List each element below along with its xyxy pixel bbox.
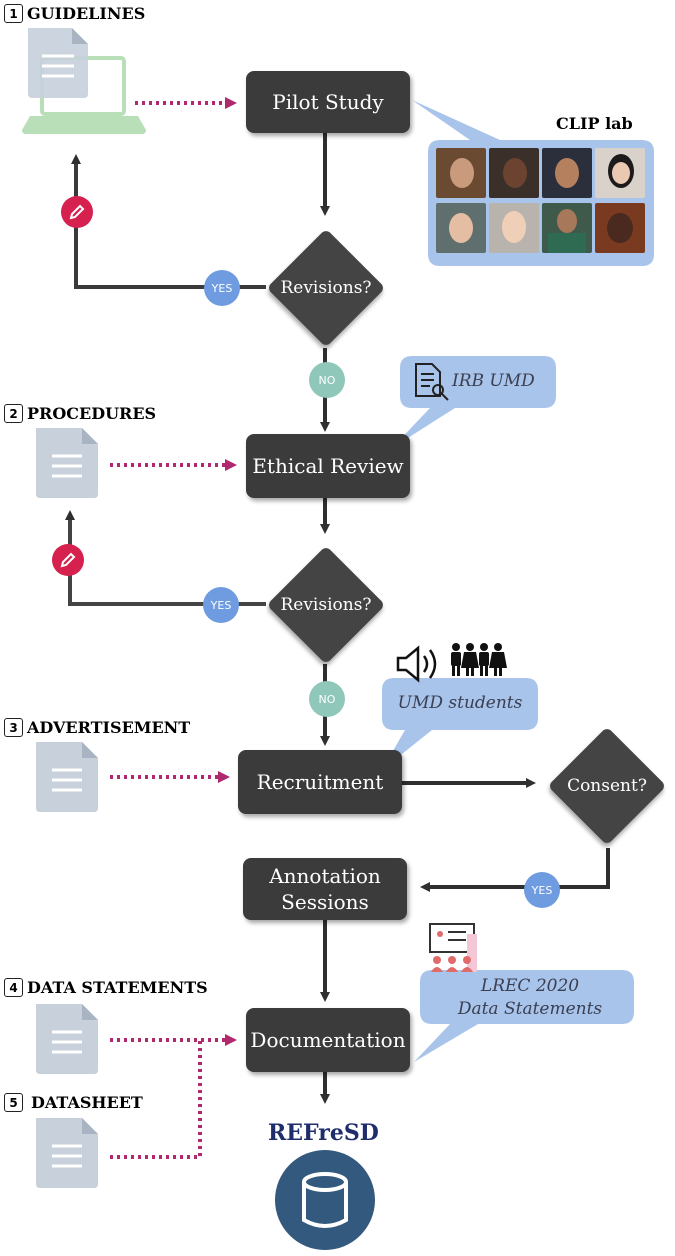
pencil-icon	[52, 544, 84, 576]
documentation-box: Documentation	[246, 1008, 410, 1072]
clip-lab-label: CLIP lab	[556, 114, 633, 133]
loop-revisions1-yes	[71, 154, 266, 289]
annotation-label-line2: Sessions	[281, 890, 369, 914]
section-number: 4	[4, 978, 23, 997]
lrec-label-line1: LREC 2020	[480, 976, 580, 996]
students-label: UMD students	[397, 693, 523, 713]
no-badge-1: NO	[309, 362, 345, 398]
section-number: 1	[4, 4, 23, 23]
pilot-study-box: Pilot Study	[246, 71, 410, 133]
pilot-study-label: Pilot Study	[272, 90, 384, 114]
recruitment-label: Recruitment	[256, 770, 384, 794]
section-title: GUIDELINES	[27, 4, 146, 23]
photo-member-6	[489, 203, 539, 253]
people-icon	[451, 643, 507, 676]
document-icon-data-statements	[36, 1004, 98, 1074]
document-icon-datasheet	[36, 1118, 98, 1188]
section-number: 5	[4, 1093, 23, 1112]
ethical-review-label: Ethical Review	[252, 454, 404, 478]
section-number: 3	[4, 718, 23, 737]
document-icon-procedures	[36, 428, 98, 498]
section-guidelines: 1 GUIDELINES	[4, 4, 145, 23]
arrow-consent-to-annotation	[420, 848, 610, 892]
megaphone-icon	[396, 645, 437, 683]
yes-badge-3: YES	[524, 872, 560, 908]
lrec-label: LREC 2020 Data Statements	[430, 975, 630, 1021]
loop-revisions2-yes	[65, 510, 266, 606]
clip-lab-photo-grid	[436, 148, 646, 256]
section-data-statements: 4 DATA STATEMENTS	[4, 978, 208, 997]
lrec-label-line2: Data Statements	[457, 999, 603, 1019]
yes-badge-2: YES	[203, 587, 239, 623]
photo-member-2	[489, 148, 539, 198]
dataset-title: REFreSD	[268, 1120, 379, 1146]
photo-member-1	[436, 148, 486, 198]
document-icon-guidelines	[28, 28, 88, 98]
lrec-callout	[414, 970, 634, 1062]
revisions-decision-2-label: Revisions?	[280, 595, 372, 615]
students-callout	[382, 678, 538, 770]
annotation-sessions-box: Annotation Sessions	[243, 858, 407, 920]
section-number: 2	[4, 404, 23, 423]
section-title: DATA STATEMENTS	[27, 978, 208, 997]
pencil-icon	[61, 196, 93, 228]
section-procedures: 2 PROCEDURES	[4, 404, 156, 423]
search-document-icon	[415, 363, 449, 401]
revisions-decision-1-label: Revisions?	[280, 278, 372, 298]
section-datasheet: 5 DATASHEET	[4, 1093, 143, 1112]
revisions-decision-2: Revisions?	[266, 545, 386, 665]
presentation-icon	[429, 923, 477, 972]
photo-member-4	[595, 148, 645, 198]
document-icon-advertisement	[36, 742, 98, 812]
consent-decision: Consent?	[547, 726, 667, 846]
photo-member-8	[595, 203, 645, 253]
recruitment-box: Recruitment	[238, 750, 402, 814]
ethical-review-box: Ethical Review	[246, 434, 410, 498]
annotation-label-line1: Annotation	[269, 864, 381, 888]
section-title: DATASHEET	[31, 1093, 143, 1112]
photo-member-7	[542, 203, 592, 253]
revisions-decision-1: Revisions?	[266, 228, 386, 348]
no-badge-2: NO	[309, 681, 345, 717]
section-title: PROCEDURES	[27, 404, 157, 423]
photo-member-5	[436, 203, 486, 253]
documentation-label: Documentation	[250, 1028, 406, 1052]
irb-label: IRB UMD	[452, 371, 535, 391]
photo-member-3	[542, 148, 592, 198]
section-title: ADVERTISEMENT	[27, 718, 191, 737]
section-advertisement: 3 ADVERTISEMENT	[4, 718, 190, 737]
dotted-datasheet-to-documentation	[110, 1040, 202, 1159]
yes-badge-1: YES	[204, 270, 240, 306]
database-icon	[275, 1150, 375, 1250]
consent-decision-label: Consent?	[567, 776, 647, 796]
